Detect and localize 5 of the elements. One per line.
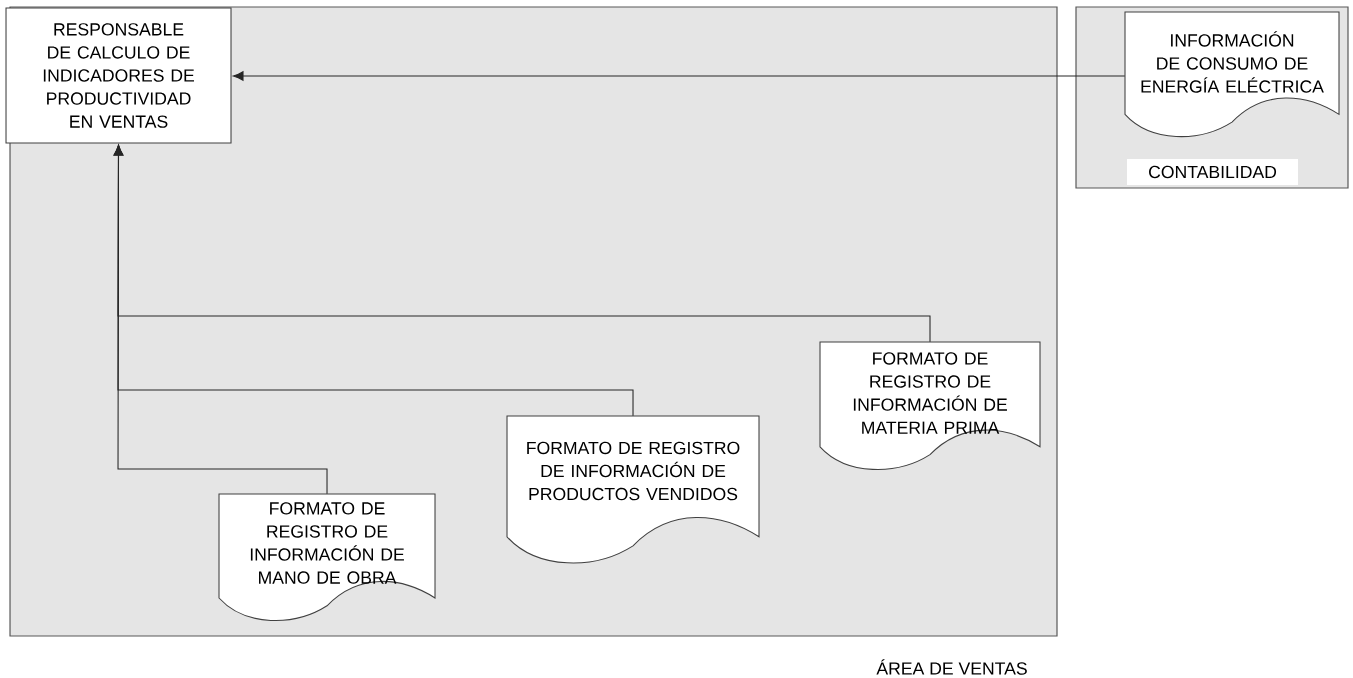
arrow — [232, 71, 1126, 81]
panel-label: ÁREA DE VENTAS — [876, 659, 1027, 675]
arrow — [113, 144, 328, 495]
process-box: RESPONSABLE DE CALCULO DE INDICADORES DE PRODUCTIVIDAD EN VENTAS — [5, 7, 232, 144]
panel-label: CONTABILIDAD — [1127, 159, 1298, 185]
